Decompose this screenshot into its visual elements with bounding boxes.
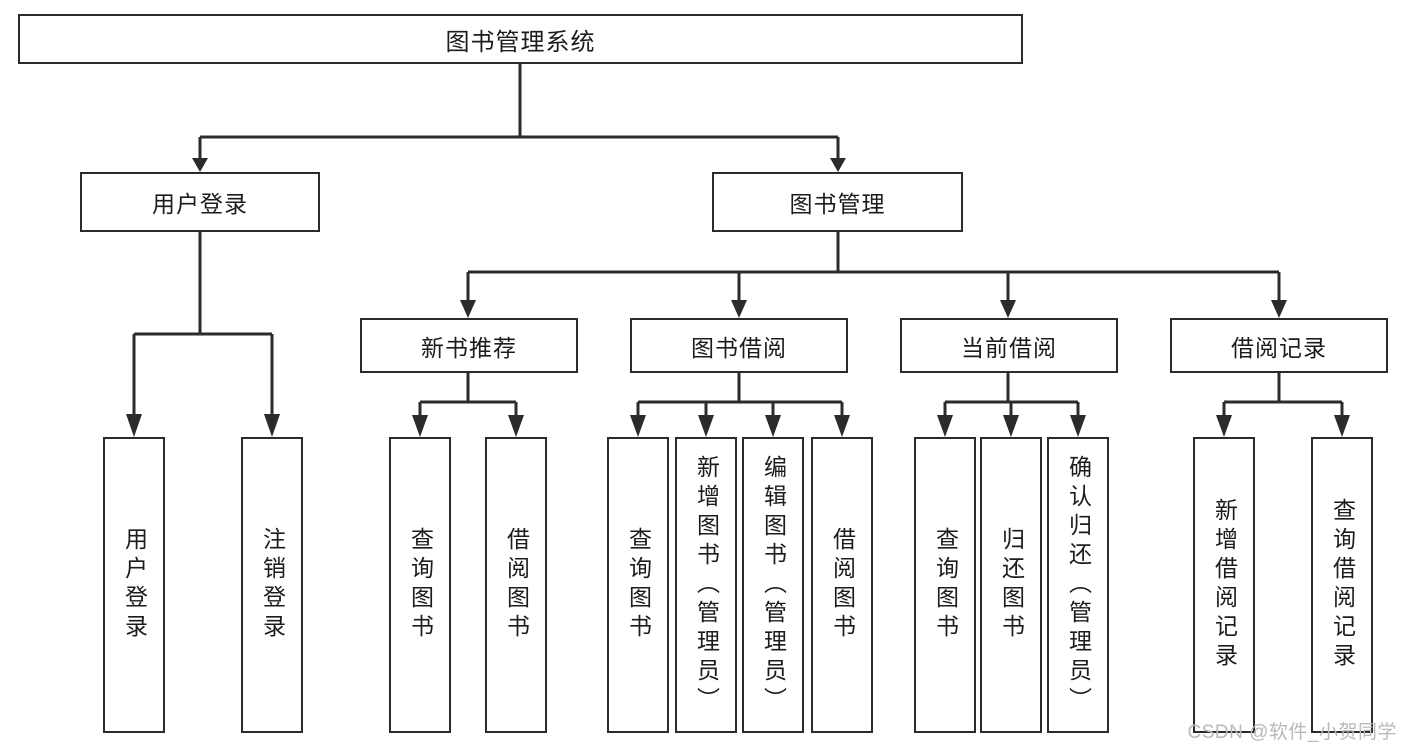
node-leaf-current-confirm-return-admin[interactable]: 确认归还（管理员） — [1047, 437, 1109, 733]
node-label: 图书管理系统 — [445, 28, 596, 56]
node-user-login[interactable]: 用户登录 — [80, 172, 320, 232]
node-leaf-borrow-query-book[interactable]: 查询图书 — [607, 437, 669, 733]
node-label: 当前借阅 — [961, 334, 1057, 361]
node-label: 归还图书 — [998, 527, 1025, 643]
node-leaf-current-query-book[interactable]: 查询图书 — [914, 437, 976, 733]
node-label: 确认归还（管理员） — [1065, 454, 1092, 716]
node-label: 查询图书 — [407, 527, 434, 643]
node-leaf-current-return-book[interactable]: 归还图书 — [980, 437, 1042, 733]
node-label: 注销登录 — [259, 527, 286, 643]
node-leaf-recommend-query-book[interactable]: 查询图书 — [389, 437, 451, 733]
node-label: 借阅图书 — [829, 527, 856, 643]
node-label: 图书借阅 — [691, 334, 787, 361]
node-leaf-borrow-borrow-book[interactable]: 借阅图书 — [811, 437, 873, 733]
node-leaf-borrow-edit-book-admin[interactable]: 编辑图书（管理员） — [742, 437, 804, 733]
node-new-book-recommendation[interactable]: 新书推荐 — [360, 318, 578, 373]
node-book-borrowing[interactable]: 图书借阅 — [630, 318, 848, 373]
node-current-borrowing[interactable]: 当前借阅 — [900, 318, 1118, 373]
csdn-watermark: CSDN @软件_小贺同学 — [1187, 722, 1397, 743]
node-label: 新增借阅记录 — [1211, 498, 1238, 672]
node-label: 借阅图书 — [503, 527, 530, 643]
node-label: 新增图书（管理员） — [693, 454, 720, 716]
node-borrowing-record[interactable]: 借阅记录 — [1170, 318, 1388, 373]
node-label: 借阅记录 — [1231, 334, 1327, 361]
node-leaf-record-query[interactable]: 查询借阅记录 — [1311, 437, 1373, 733]
node-label: 用户登录 — [121, 527, 148, 643]
node-leaf-user-logout[interactable]: 注销登录 — [241, 437, 303, 733]
node-leaf-recommend-borrow-book[interactable]: 借阅图书 — [485, 437, 547, 733]
node-root-book-management-system[interactable]: 图书管理系统 — [18, 14, 1023, 64]
node-leaf-borrow-add-book-admin[interactable]: 新增图书（管理员） — [675, 437, 737, 733]
node-label: 用户登录 — [152, 191, 248, 217]
node-leaf-user-login[interactable]: 用户登录 — [103, 437, 165, 733]
node-label: 查询图书 — [625, 527, 652, 643]
node-label: 查询图书 — [932, 527, 959, 643]
node-label: 查询借阅记录 — [1329, 498, 1356, 672]
node-label: 图书管理 — [789, 191, 886, 217]
node-label: 编辑图书（管理员） — [760, 454, 787, 716]
node-leaf-record-add[interactable]: 新增借阅记录 — [1193, 437, 1255, 733]
node-book-management[interactable]: 图书管理 — [712, 172, 963, 232]
node-label: 新书推荐 — [421, 334, 517, 361]
